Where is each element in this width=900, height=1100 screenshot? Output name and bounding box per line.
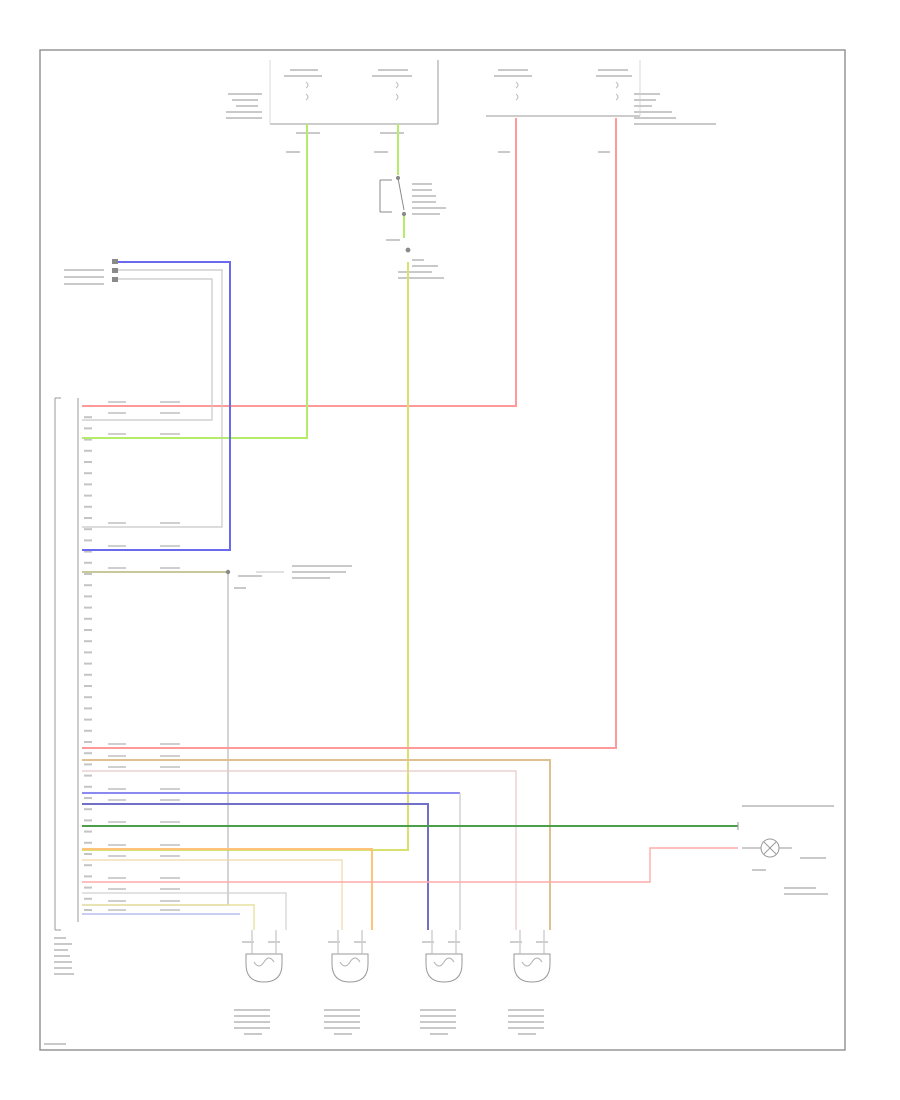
wire-red-power: [82, 118, 517, 407]
fuse-symbols: [305, 81, 619, 101]
cluster-bulb: [737, 822, 792, 858]
abs-module-outline: [54, 397, 79, 931]
wire-tan-gray: [82, 770, 517, 930]
diagram-frame: [39, 49, 846, 1051]
wire-orange: [82, 848, 373, 930]
sensor-body: [425, 953, 463, 983]
wire-red-power2: [82, 118, 617, 749]
wheel-speed-sensor-2: [328, 930, 369, 983]
wheel-speed-sensor-3: [422, 930, 463, 983]
wheel-speed-sensor-4: [510, 930, 551, 983]
wheel-speed-sensor-1: [242, 930, 283, 983]
wire-gray-loop: [82, 269, 223, 528]
wire-purple-sensor: [82, 803, 429, 930]
wire-blue-loop: [82, 261, 231, 551]
fuse-panel-right: [486, 60, 641, 117]
warning-lamp-node: [225, 569, 284, 575]
sensor-coil: [339, 957, 361, 967]
illegible-text-marks: [44, 69, 834, 1045]
sensor-coil: [433, 957, 455, 967]
brake-switch-symbol: [379, 175, 407, 217]
sensor-body: [331, 953, 369, 983]
wire-yellow-brakefeed: [82, 262, 409, 851]
wire-gray-loop2: [82, 278, 213, 421]
wire-orange-tan: [82, 859, 343, 930]
wire-yellow-s1: [82, 904, 255, 930]
connector-dot-brake: [405, 247, 411, 253]
sensor-coil: [521, 957, 543, 967]
module-pin-labels: [84, 401, 180, 911]
diagnostic-connector: [112, 259, 118, 282]
sensor-body: [513, 953, 551, 983]
wheel-speed-sensors: [242, 930, 551, 983]
fuse-panel-left: [269, 60, 439, 125]
wire-red-cluster: [82, 847, 738, 883]
sensor-coil: [253, 957, 275, 967]
wire-green-ignition: [82, 124, 308, 439]
wires: [82, 118, 738, 930]
sensor-body: [245, 953, 283, 983]
wire-gray-lamp-ground: [82, 572, 229, 906]
wire-gray-s1: [82, 892, 287, 930]
wire-tan: [82, 759, 551, 930]
